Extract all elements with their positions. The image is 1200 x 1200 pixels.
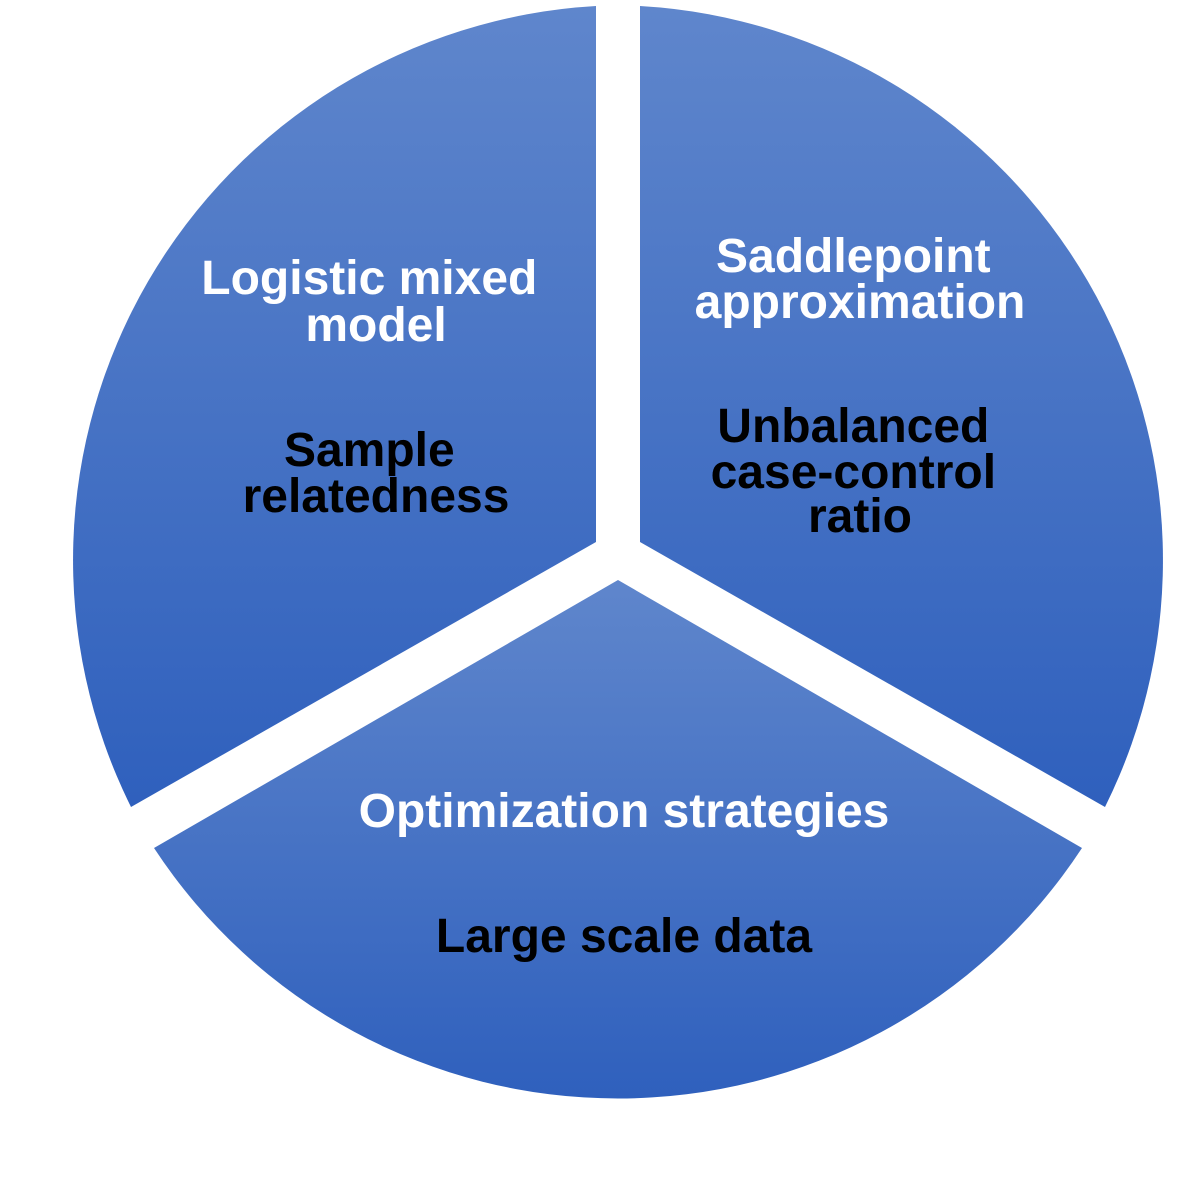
- title-line: Saddlepoint: [716, 230, 991, 283]
- segment-right-subtitle: Unbalanced case-control ratio: [711, 400, 1010, 543]
- subtitle-line: case-control: [711, 446, 996, 499]
- segment-bottom-subtitle: Large scale data: [436, 910, 813, 963]
- title-line: Logistic mixed: [201, 252, 537, 305]
- segment-left-title: Logistic mixed model: [201, 252, 550, 352]
- segment-logistic-mixed-model: Logistic mixed model Sample relatedness: [73, 6, 597, 807]
- segment-bottom-title: Optimization strategies: [359, 785, 890, 838]
- title-line: model: [305, 299, 446, 352]
- subtitle-line: relatedness: [243, 470, 510, 523]
- subtitle-line: Sample: [284, 424, 455, 477]
- subtitle-line: Unbalanced: [717, 400, 989, 453]
- title-line: approximation: [695, 276, 1026, 329]
- segment-shape-left: [73, 6, 597, 807]
- segment-left-subtitle: Sample relatedness: [243, 424, 510, 523]
- segment-shape-right: [640, 6, 1163, 807]
- segment-saddlepoint-approximation: Saddlepoint approximation Unbalanced cas…: [640, 6, 1163, 807]
- segment-optimization-strategies: Optimization strategies Large scale data: [154, 580, 1082, 1099]
- segment-right-title: Saddlepoint approximation: [695, 230, 1026, 329]
- title-line: Optimization strategies: [359, 785, 890, 838]
- subtitle-line: ratio: [808, 490, 912, 543]
- subtitle-line: Large scale data: [436, 910, 813, 963]
- segment-shape-bottom: [154, 580, 1082, 1099]
